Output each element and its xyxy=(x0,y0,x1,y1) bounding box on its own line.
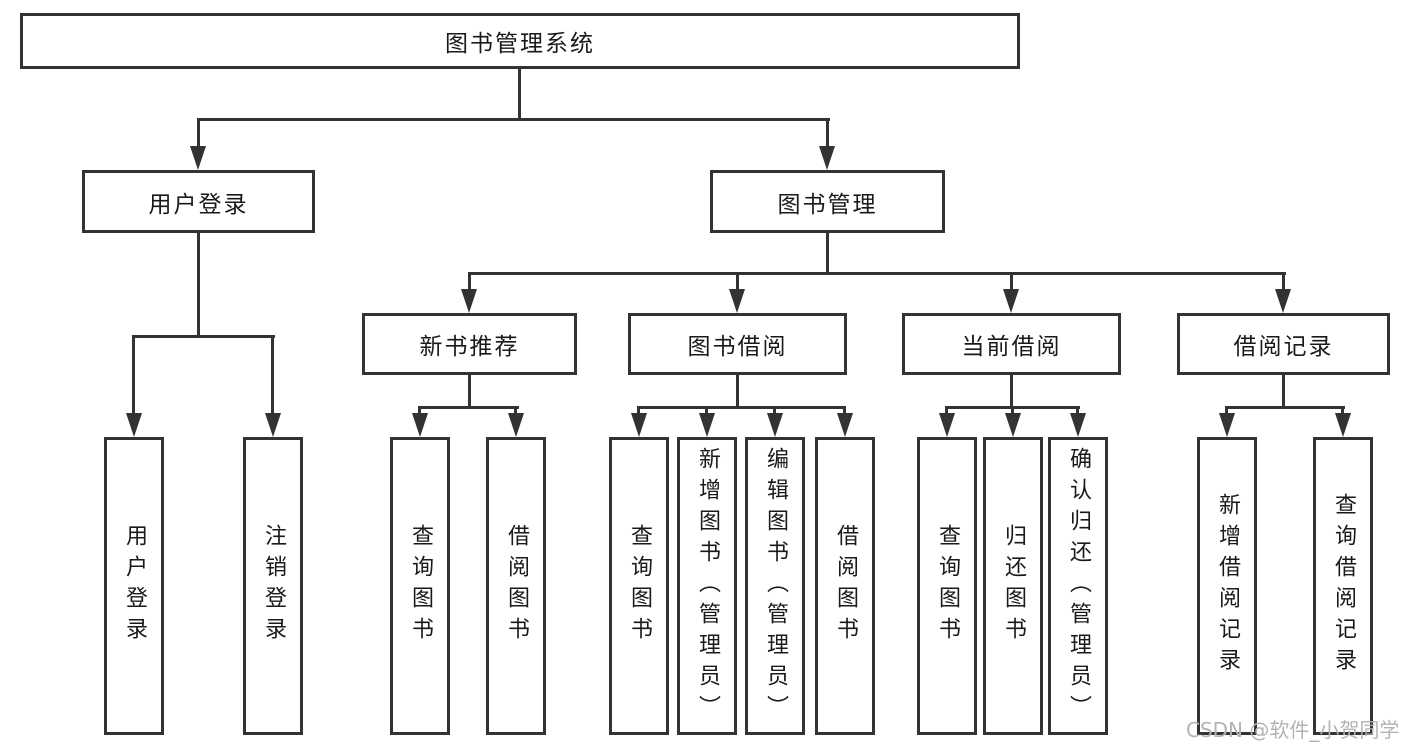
connector-drop-login-leaf xyxy=(132,335,135,413)
connector-drop-leaf xyxy=(773,406,776,413)
leaf-label: 借阅图书 xyxy=(833,524,858,648)
connector-drop-new-book xyxy=(468,272,471,289)
node-borrow-records: 借阅记录 xyxy=(1177,313,1390,375)
connector-drop-leaf xyxy=(705,406,708,413)
arrow-down-icon xyxy=(939,413,955,437)
leaf-borrow-borrow-books: 借阅图书 xyxy=(815,437,875,735)
leaf-recommend-query-books: 查询图书 xyxy=(390,437,450,735)
watermark: CSDN @软件_小贺同学 xyxy=(1186,718,1400,742)
connector-drop-leaf xyxy=(1225,406,1228,413)
leaf-label: 借阅图书 xyxy=(504,524,529,648)
leaf-borrow-add-book-admin: 新增图书（管理员） xyxy=(677,437,737,735)
connector-drop-leaf xyxy=(945,406,948,413)
node-label: 图书借阅 xyxy=(687,334,788,360)
leaf-current-query-books: 查询图书 xyxy=(917,437,977,735)
connector-drop-current-borrow xyxy=(1010,272,1013,289)
connector-drop-user-login xyxy=(197,118,200,146)
arrow-down-icon xyxy=(1005,413,1021,437)
connector-user-login-bar xyxy=(132,335,275,338)
leaf-label: 查询图书 xyxy=(935,524,960,648)
connector-level1-bar xyxy=(197,118,830,121)
leaf-label: 确认归还（管理员） xyxy=(1066,446,1091,726)
node-user-login: 用户登录 xyxy=(82,170,315,233)
arrow-down-icon xyxy=(631,413,647,437)
leaf-current-return-books: 归还图书 xyxy=(983,437,1043,735)
leaf-label: 查询图书 xyxy=(627,524,652,648)
arrow-down-icon xyxy=(729,289,745,313)
leaf-recommend-borrow-books: 借阅图书 xyxy=(486,437,546,735)
node-label: 当前借阅 xyxy=(961,334,1062,360)
arrow-down-icon xyxy=(265,413,281,437)
connector-borrow-records-stem xyxy=(1282,375,1285,406)
leaf-user-login: 用户登录 xyxy=(104,437,164,735)
node-label: 新书推荐 xyxy=(419,334,520,360)
leaf-current-confirm-return-admin: 确认归还（管理员） xyxy=(1048,437,1108,735)
arrow-down-icon xyxy=(1219,413,1235,437)
arrow-down-icon xyxy=(508,413,524,437)
leaf-records-query-record: 查询借阅记录 xyxy=(1313,437,1373,735)
connector-level2-bar xyxy=(468,272,1286,275)
leaf-label: 注销登录 xyxy=(261,524,286,648)
connector-current-borrow-stem xyxy=(1010,375,1013,406)
arrow-down-icon xyxy=(461,289,477,313)
connector-drop-leaf xyxy=(418,406,421,413)
leaf-label: 用户登录 xyxy=(122,524,147,648)
connector-drop-leaf xyxy=(637,406,640,413)
node-label: 图书管理 xyxy=(777,191,878,218)
arrow-down-icon xyxy=(767,413,783,437)
node-label: 借阅记录 xyxy=(1233,334,1334,360)
connector-book-borrow-stem xyxy=(736,375,739,406)
node-library-management-system: 图书管理系统 xyxy=(20,13,1020,69)
node-book-borrow: 图书借阅 xyxy=(628,313,847,375)
leaf-label: 新增图书（管理员） xyxy=(695,446,720,726)
leaf-label: 查询借阅记录 xyxy=(1331,493,1356,679)
leaf-label: 查询图书 xyxy=(408,524,433,648)
leaf-label: 编辑图书（管理员） xyxy=(763,446,788,726)
connector-book-borrow-bar xyxy=(637,406,846,409)
arrow-down-icon xyxy=(699,413,715,437)
connector-drop-book-borrow xyxy=(736,272,739,289)
connector-user-login-stem xyxy=(197,233,200,335)
connector-drop-leaf xyxy=(1011,406,1014,413)
arrow-down-icon xyxy=(1070,413,1086,437)
connector-root-stem xyxy=(518,69,521,118)
connector-borrow-records-bar xyxy=(1225,406,1345,409)
leaf-records-add-record: 新增借阅记录 xyxy=(1197,437,1257,735)
connector-drop-book-management xyxy=(826,118,829,146)
connector-drop-leaf xyxy=(1341,406,1344,413)
arrow-down-icon xyxy=(1335,413,1351,437)
connector-new-book-bar xyxy=(418,406,519,409)
arrow-down-icon xyxy=(1003,289,1019,313)
arrow-down-icon xyxy=(412,413,428,437)
connector-drop-borrow-records xyxy=(1282,272,1285,289)
connector-drop-leaf xyxy=(1076,406,1079,413)
leaf-borrow-query-books: 查询图书 xyxy=(609,437,669,735)
node-label: 图书管理系统 xyxy=(445,31,595,57)
leaf-label: 新增借阅记录 xyxy=(1215,493,1240,679)
arrow-down-icon xyxy=(837,413,853,437)
arrow-down-icon xyxy=(126,413,142,437)
node-new-book-recommend: 新书推荐 xyxy=(362,313,577,375)
leaf-logout: 注销登录 xyxy=(243,437,303,735)
arrow-down-icon xyxy=(1275,289,1291,313)
node-book-management: 图书管理 xyxy=(710,170,945,233)
connector-new-book-stem xyxy=(468,375,471,406)
arrow-down-icon xyxy=(819,146,835,170)
node-current-borrow: 当前借阅 xyxy=(902,313,1121,375)
connector-drop-logout-leaf xyxy=(271,335,274,413)
connector-book-management-stem xyxy=(826,233,829,272)
node-label: 用户登录 xyxy=(148,191,249,218)
connector-drop-leaf xyxy=(514,406,517,413)
connector-drop-leaf xyxy=(843,406,846,413)
arrow-down-icon xyxy=(190,146,206,170)
leaf-label: 归还图书 xyxy=(1001,524,1026,648)
leaf-borrow-edit-book-admin: 编辑图书（管理员） xyxy=(745,437,805,735)
